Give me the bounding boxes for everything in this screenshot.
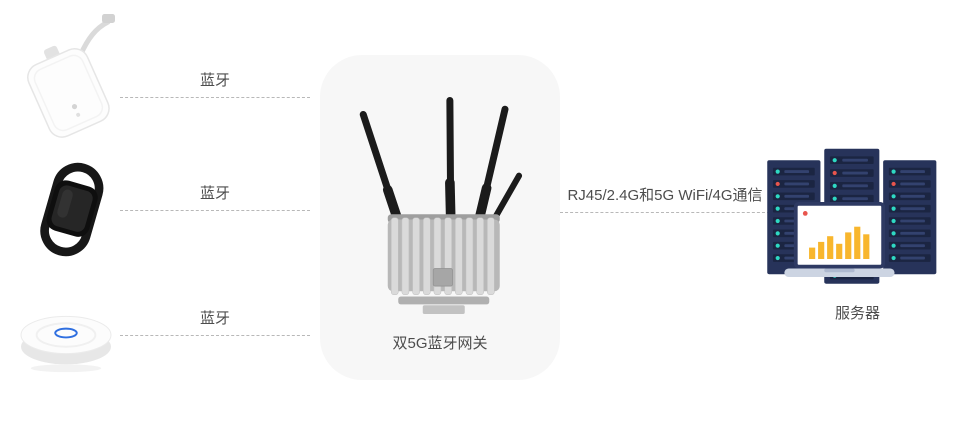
server-icon [767,148,937,284]
uplink-connector: RJ45/2.4G和5G WiFi/4G通信 [560,187,770,213]
bluetooth-wristband-icon [40,162,104,257]
server-label: 服务器 [834,305,880,322]
brand-logo-icon [54,327,78,339]
plug-icon [102,14,115,23]
gateway-enclosure [387,214,500,314]
dashed-connector [120,210,310,211]
cable-icon [77,19,111,59]
bluetooth-card-device-icon [27,14,115,138]
bluetooth-link-label: 蓝牙 [199,185,230,202]
bluetooth-link-2: 蓝牙 [120,185,310,211]
wristband-body [40,162,104,257]
laptop-icon [784,202,895,278]
gateway-label: 双5G蓝牙网关 [392,335,488,352]
bar-chart-icon [809,226,870,259]
antenna-icons [359,97,523,232]
shadow [30,364,102,373]
bluetooth-link-label: 蓝牙 [199,310,230,327]
bluetooth-link-label: 蓝牙 [199,72,230,89]
screen-dot [802,211,808,216]
dashed-connector [560,212,770,213]
card-body [27,45,110,138]
bluetooth-beacon-icon [20,315,112,373]
bluetooth-link-1: 蓝牙 [120,72,310,98]
dashed-connector [120,97,310,98]
gateway-device-icon [359,97,523,314]
uplink-label: RJ45/2.4G和5G WiFi/4G通信 [567,187,763,204]
dashed-connector [120,335,310,336]
bluetooth-link-3: 蓝牙 [120,310,310,336]
